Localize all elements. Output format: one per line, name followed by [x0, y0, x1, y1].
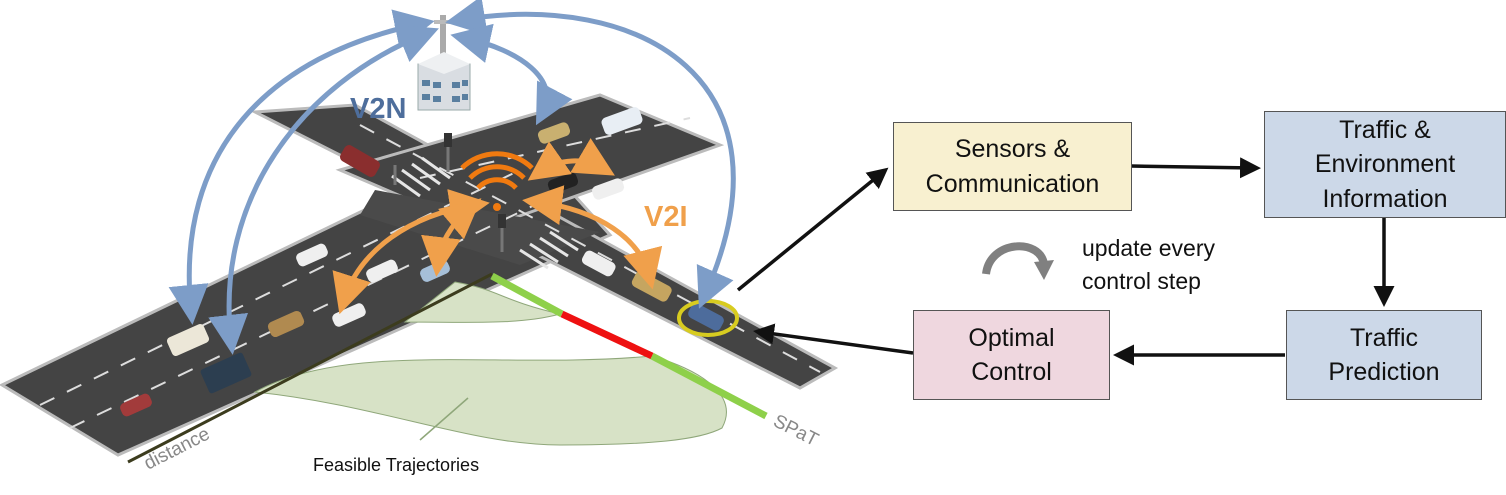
spat-bar — [490, 272, 768, 420]
van — [166, 324, 210, 356]
sensors-communication-box: Sensors & Communication — [893, 122, 1132, 211]
flow-arrows — [736, 157, 1395, 366]
v2i-arrows — [332, 138, 663, 315]
cycle-arrow-icon — [982, 242, 1054, 280]
v2n-label: V2N — [350, 93, 406, 125]
cell-tower — [417, 15, 471, 111]
traffic-environment-box: Traffic & Environment Information — [1264, 111, 1506, 218]
distance-axis — [127, 272, 493, 464]
trajectory-fan — [253, 281, 727, 446]
sensors-communication-text: Sensors & Communication — [925, 135, 1100, 198]
trajectories-label: Feasible Trajectories — [313, 455, 479, 475]
car — [120, 393, 152, 417]
optimal-control-box: Optimal Control — [913, 310, 1110, 400]
traffic-environment-text: Traffic & Environment Information — [1314, 115, 1456, 213]
truck — [200, 352, 252, 394]
spat-label: SPaT — [770, 411, 822, 451]
v2i-label: V2I — [644, 201, 688, 233]
traffic-prediction-box: Traffic Prediction — [1286, 310, 1482, 400]
v2n-arrows — [168, 0, 736, 355]
ego-vehicle — [688, 303, 724, 331]
optimal-control-text: Optimal Control — [968, 323, 1055, 387]
update-note: update every control step — [1082, 235, 1215, 294]
traffic-prediction-text: Traffic Prediction — [1328, 323, 1440, 387]
